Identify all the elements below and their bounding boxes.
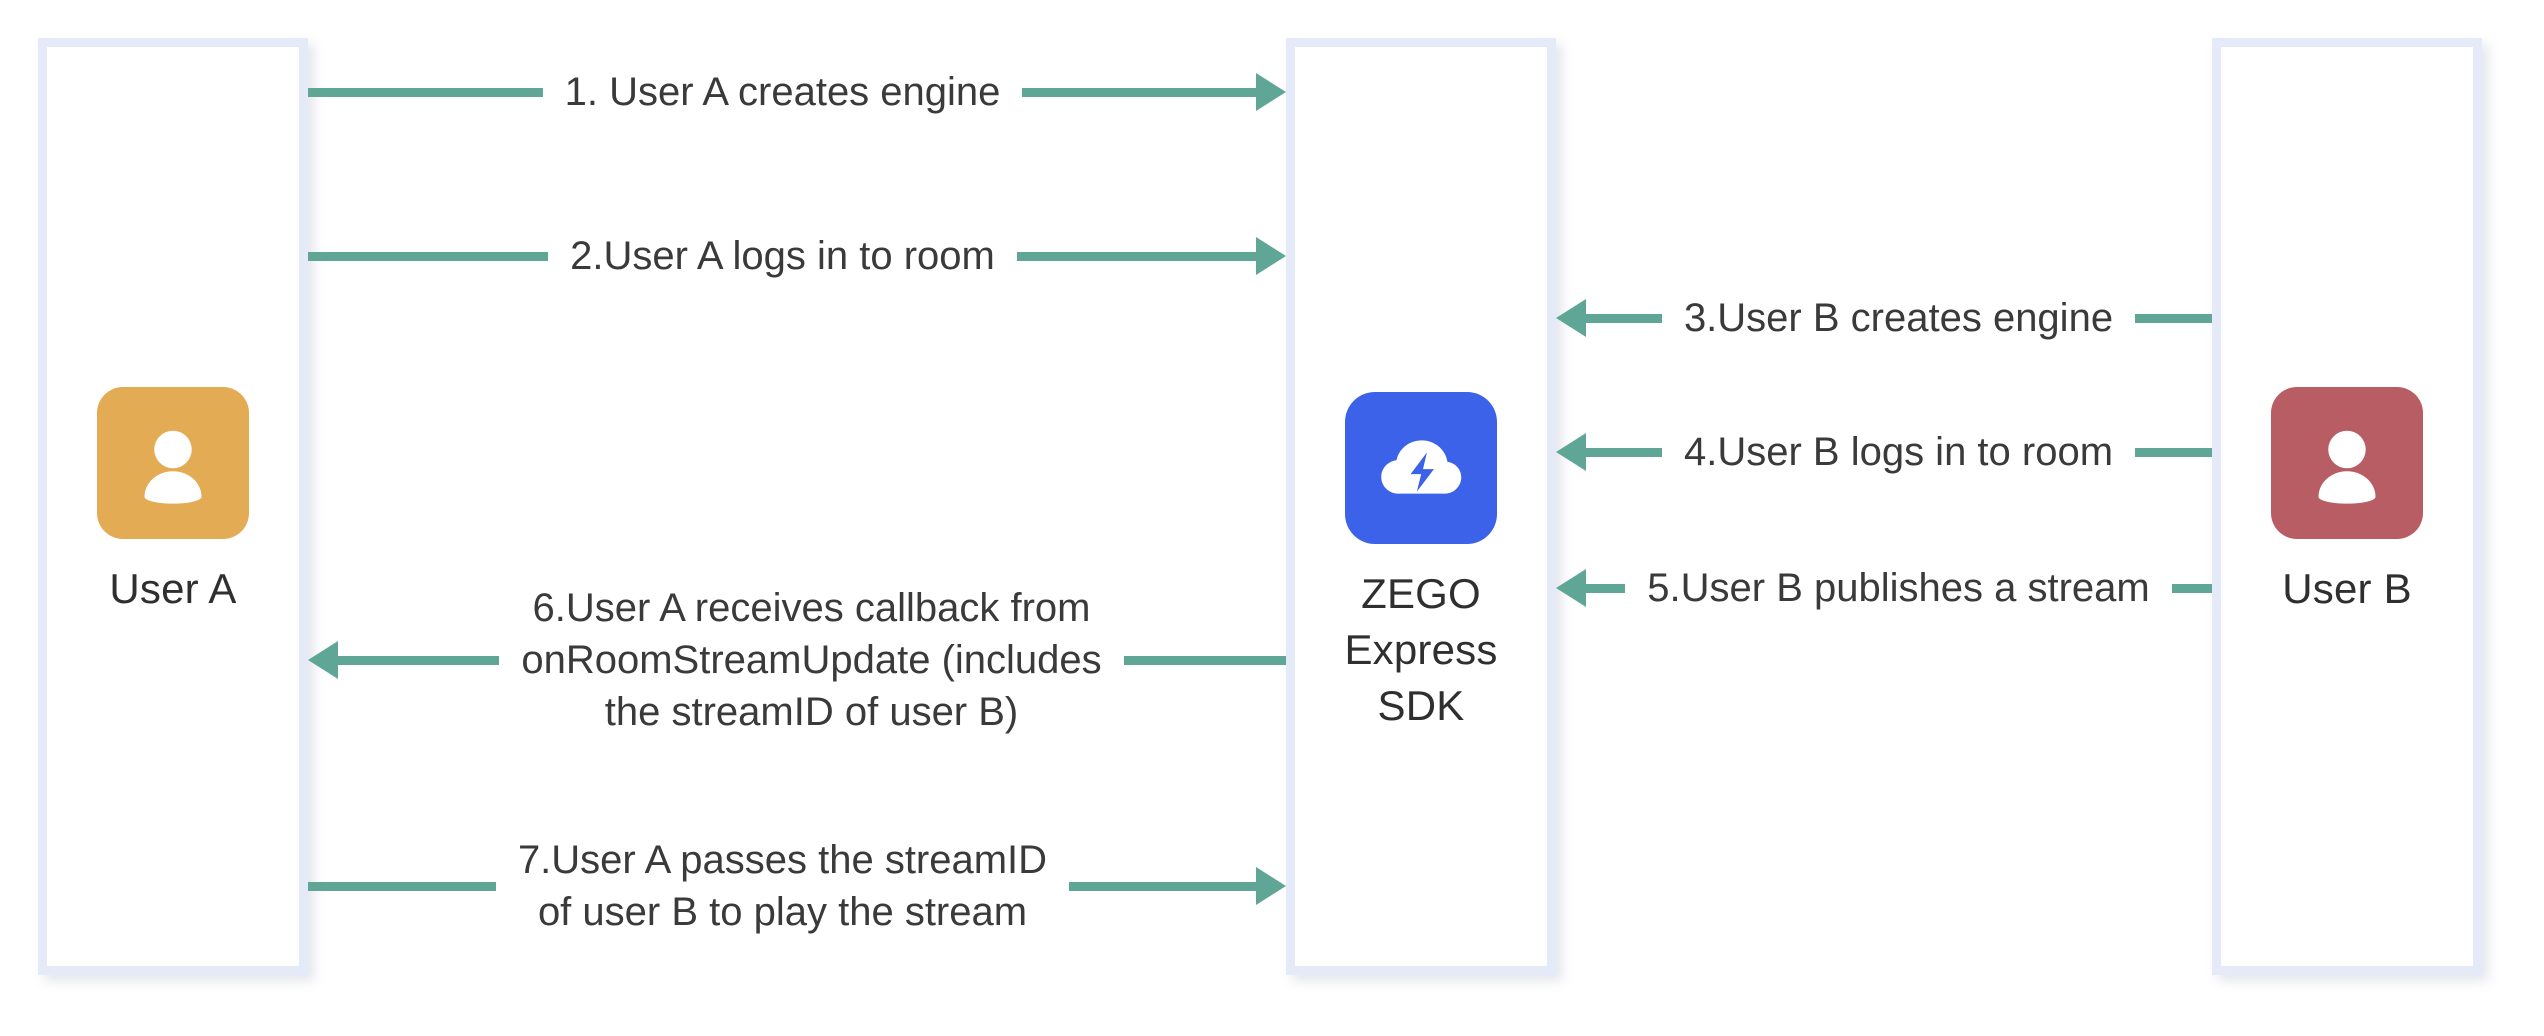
- actor-label-user-a: User A: [109, 565, 237, 612]
- arrow-line: [308, 251, 549, 261]
- arrowhead-right-icon: [1256, 237, 1286, 275]
- arrow-line: [1016, 251, 1257, 261]
- arrowhead-left-icon: [308, 641, 338, 679]
- arrowhead-right-icon: [1256, 73, 1287, 111]
- person-icon: [97, 387, 249, 539]
- message-label-4: 4.User B logs in to room: [1683, 430, 2114, 474]
- message-label-6: 6.User A receives callback from onRoomSt…: [521, 586, 1102, 734]
- message-label-2: 2.User A logs in to room: [570, 234, 995, 278]
- arrowhead-right-icon: [1256, 867, 1286, 905]
- arrowhead-left-icon: [1556, 299, 1586, 337]
- arrow-line: [337, 655, 500, 665]
- arrow-line: [1022, 87, 1258, 97]
- arrow-line: [308, 87, 543, 97]
- message-label-1: 1. User A creates engine: [564, 70, 1001, 114]
- message-label-7: 7.User A passes the streamID of user B t…: [517, 838, 1048, 934]
- arrow-line: [1069, 881, 1257, 891]
- actor-label-user-b: User B: [2282, 565, 2412, 612]
- arrowhead-left-icon: [1556, 433, 1586, 471]
- arrow-line: [1585, 313, 1662, 323]
- arrow-line: [1585, 583, 1626, 593]
- actor-label-zego-express-sdk: ZEGO Express SDK: [1344, 570, 1498, 729]
- arrow-line: [2135, 447, 2212, 457]
- lifeline-user-b: User B: [2212, 38, 2482, 975]
- arrow-line: [2171, 583, 2213, 593]
- arrow-line: [1585, 447, 1662, 457]
- lifeline-user-a: User A: [38, 38, 308, 975]
- cloud-bolt-icon: [1345, 392, 1497, 544]
- lifeline-zego-express-sdk: ZEGO Express SDK: [1286, 38, 1556, 975]
- arrow-line: [308, 881, 496, 891]
- arrow-line: [2135, 313, 2212, 323]
- message-label-5: 5.User B publishes a stream: [1647, 566, 2150, 610]
- actor-user-a: User A: [47, 387, 299, 617]
- message-label-3: 3.User B creates engine: [1683, 296, 2114, 340]
- actor-user-b: User B: [2221, 387, 2473, 617]
- arrowhead-left-icon: [1556, 569, 1586, 607]
- person-icon: [2271, 387, 2423, 539]
- arrow-line: [1123, 655, 1287, 665]
- actor-zego-express-sdk: ZEGO Express SDK: [1295, 392, 1547, 734]
